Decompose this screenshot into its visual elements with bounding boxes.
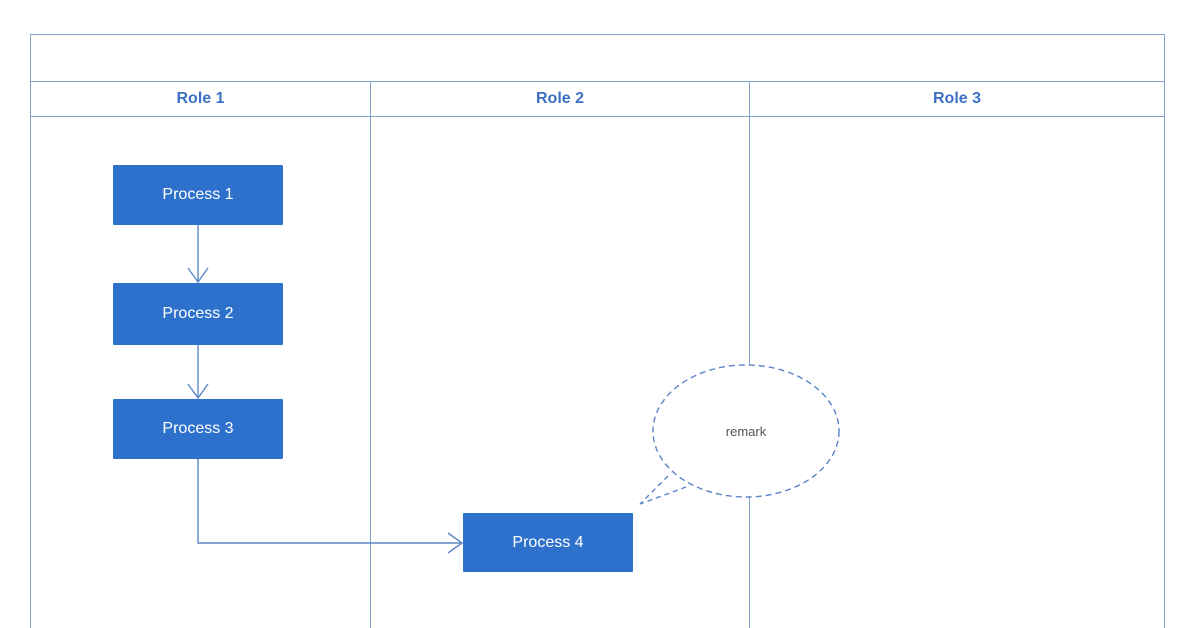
pool-title-band [31,35,1164,82]
node-process-4: Process 4 [463,513,633,572]
callout-remark-label: remark [725,423,767,439]
lane-header-role-1: Role 1 [31,82,371,116]
lane-header-role-3: Role 3 [932,90,981,107]
node-process-3: Process 3 [113,399,283,459]
lane-header-row: Role 1 Role 2 Role 3 [31,82,1164,117]
node-process-2: Process 2 [113,283,283,345]
node-process-1: Process 1 [113,165,283,225]
lane-header-role-2: Role 2 [371,82,750,116]
lane-role-1 [31,117,371,628]
